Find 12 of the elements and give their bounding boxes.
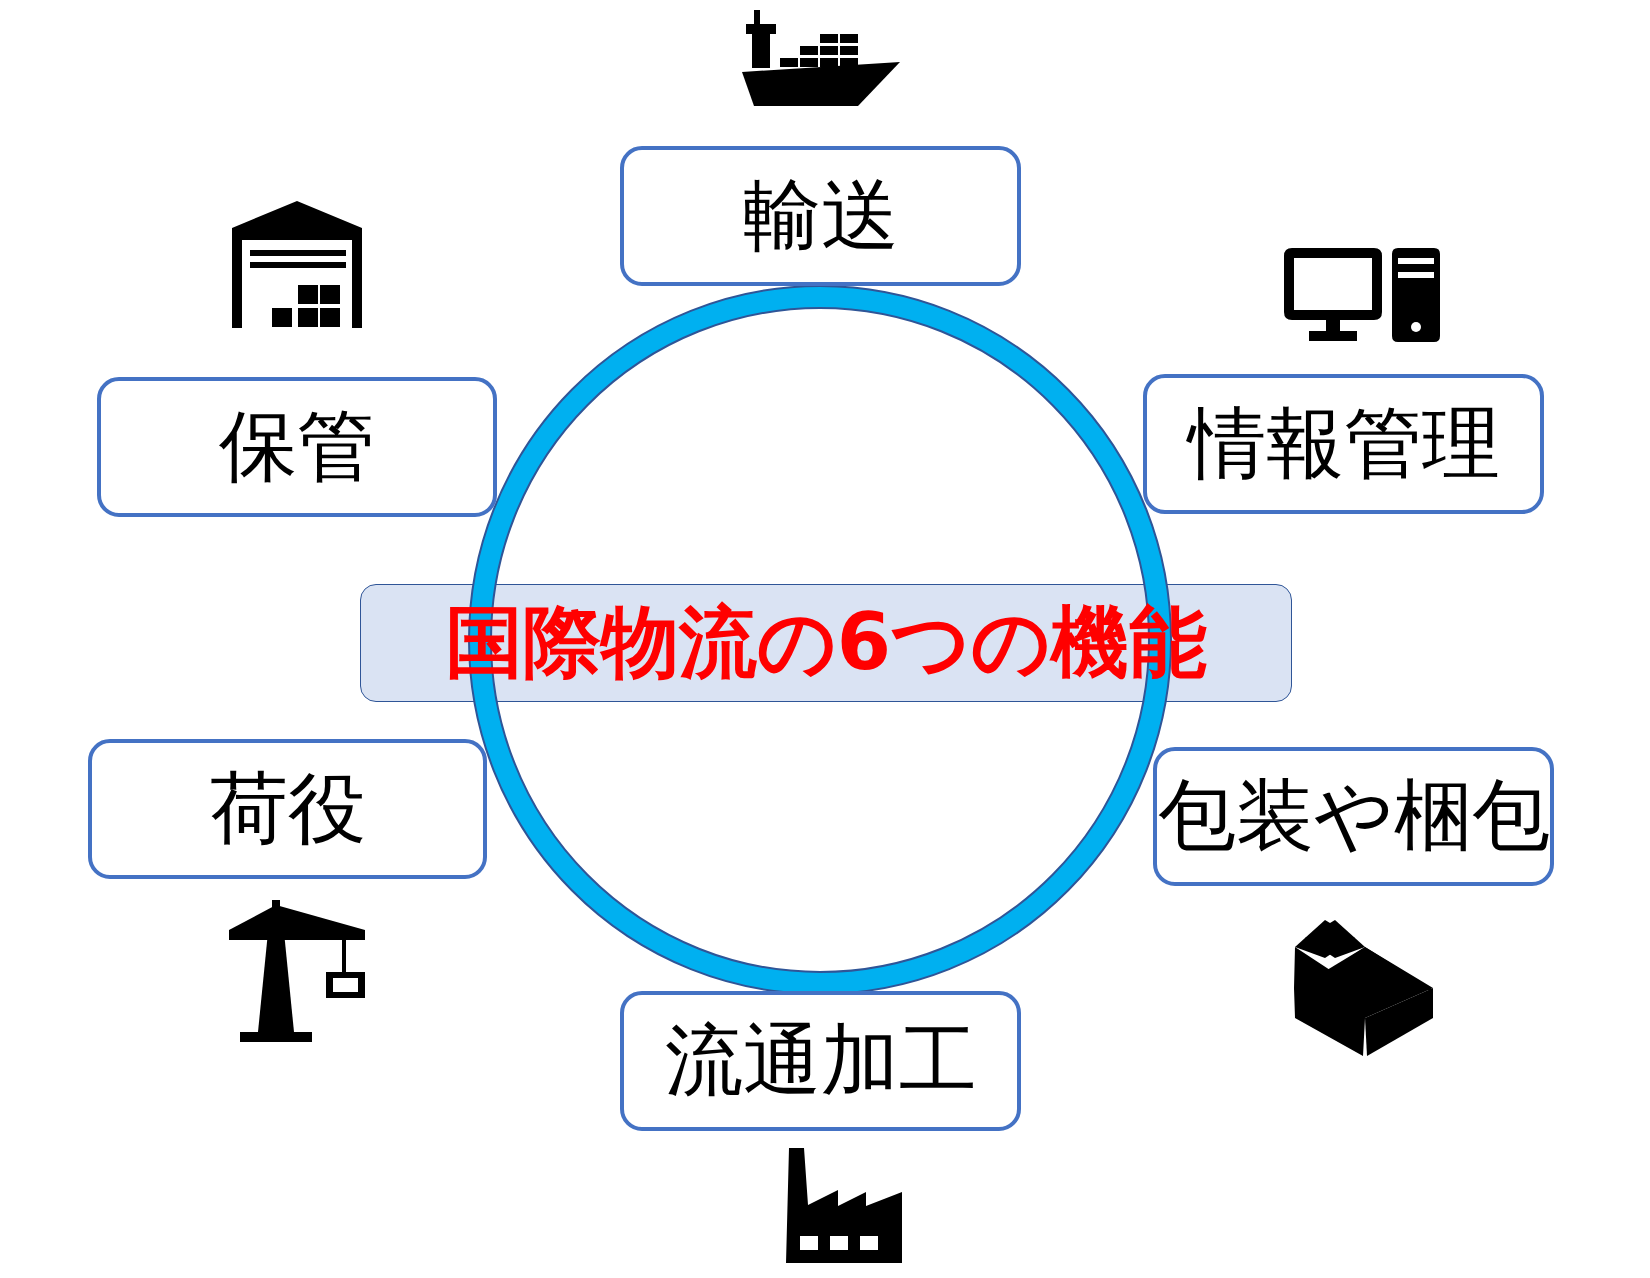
label-box bbox=[97, 377, 497, 517]
label-box bbox=[620, 146, 1021, 286]
label-box bbox=[88, 739, 487, 879]
label-text: 情報管理 bbox=[1187, 396, 1500, 490]
label-box bbox=[1153, 747, 1554, 886]
label-box bbox=[1143, 374, 1544, 514]
label-text: 荷役 bbox=[209, 761, 366, 855]
label-box bbox=[620, 991, 1021, 1131]
label-text: 輸送 bbox=[742, 168, 899, 262]
label-text: 包装や梱包 bbox=[1157, 769, 1550, 862]
label-text: 保管 bbox=[219, 399, 375, 493]
label-text: 流通加工 bbox=[664, 1013, 977, 1107]
